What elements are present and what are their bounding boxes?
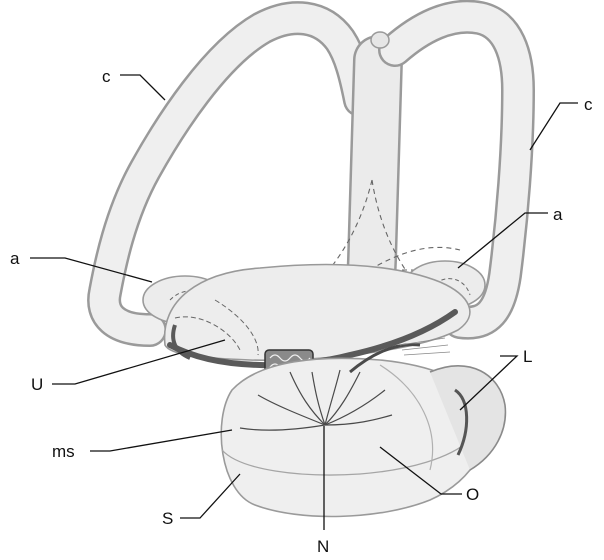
label-a-left: a xyxy=(10,249,20,268)
label-c-right: c xyxy=(584,95,593,114)
label-ms: ms xyxy=(52,442,75,461)
label-L: L xyxy=(523,347,532,366)
leader-c-right xyxy=(530,103,578,150)
label-O: O xyxy=(466,485,479,504)
leader-ms xyxy=(90,430,232,451)
crus-knob xyxy=(371,32,389,48)
label-c-left: c xyxy=(102,67,111,86)
label-N: N xyxy=(317,537,329,556)
label-S: S xyxy=(162,509,173,528)
utricle xyxy=(165,265,470,366)
label-a-right: a xyxy=(553,205,563,224)
saccule-region xyxy=(221,358,505,516)
label-U: U xyxy=(31,375,43,394)
leader-c-left xyxy=(120,75,165,100)
utricle-body xyxy=(165,265,470,361)
